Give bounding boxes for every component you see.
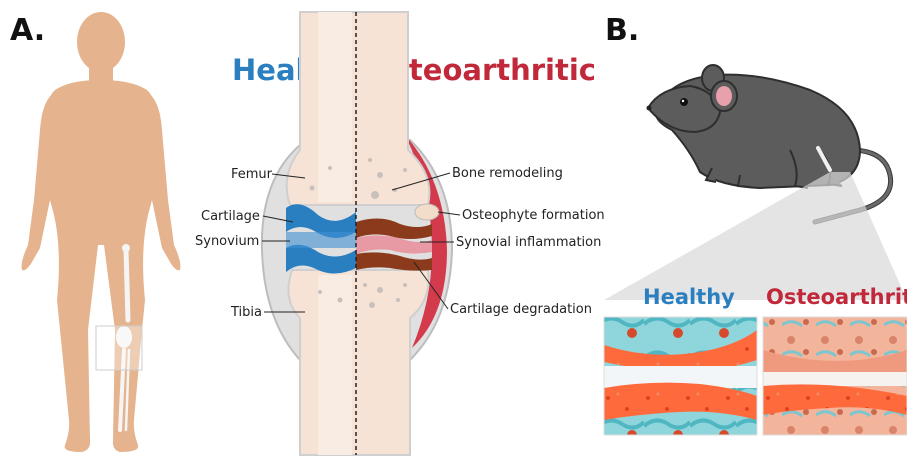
label-bone-remodeling: Bone remodeling (452, 166, 563, 181)
label-cartilage: Cartilage (201, 209, 260, 224)
panel-a-letter: A. (10, 13, 45, 48)
label-tibia: Tibia (230, 305, 262, 320)
label-synovial-inflammation: Synovial inflammation (456, 235, 601, 250)
knee-highlight-box (96, 326, 142, 370)
zoom-funnel (604, 172, 907, 300)
label-osteophyte: Osteophyte formation (462, 208, 605, 223)
panel-b-letter: B. (605, 13, 639, 48)
histology-oa-image (763, 317, 907, 435)
label-synovium: Synovium (195, 234, 259, 249)
histology-healthy-image (604, 317, 757, 435)
histology-oa-title: Osteoarthritic (766, 285, 907, 309)
histology-healthy-title: Healthy (643, 285, 735, 309)
human-silhouette (22, 12, 181, 452)
label-cartilage-degradation: Cartilage degradation (450, 302, 592, 317)
label-femur: Femur (231, 167, 273, 182)
